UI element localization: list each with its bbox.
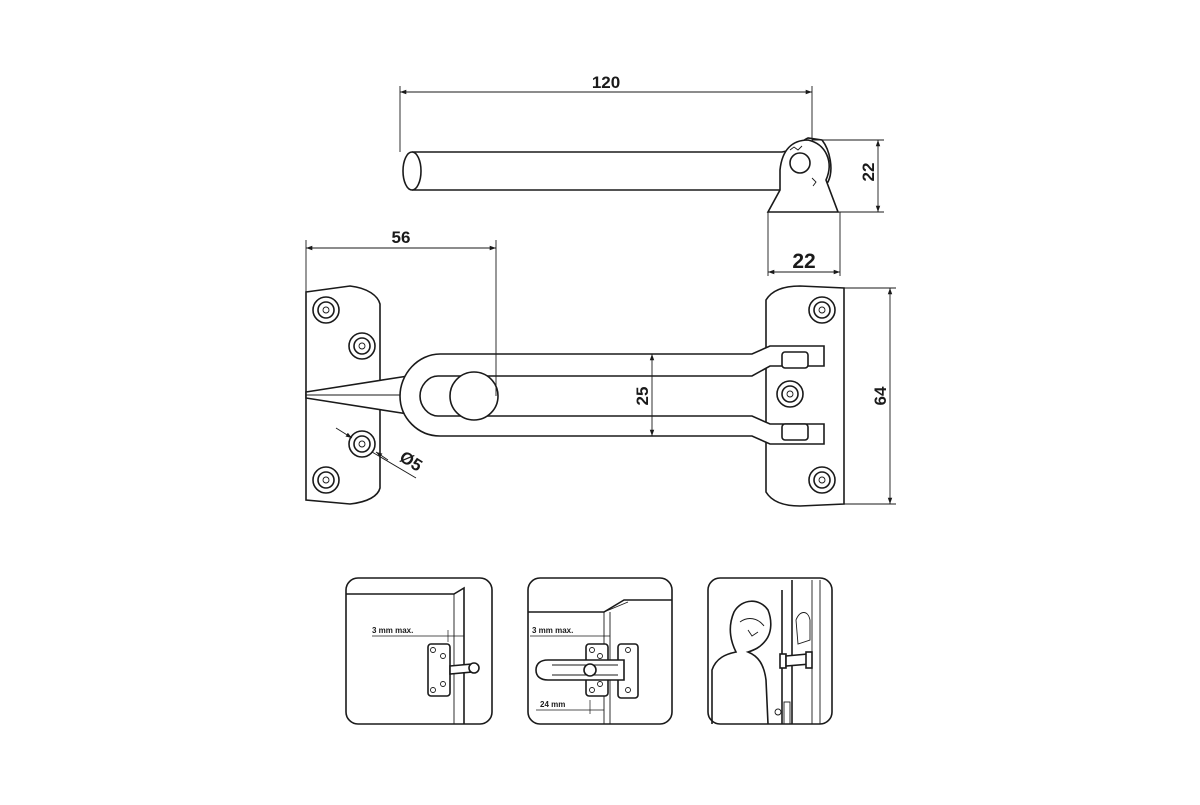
- panel-installation-gap: 3 mm max.: [345, 577, 493, 725]
- panel2-gap-label: 3 mm max.: [532, 626, 573, 635]
- panel2-offset-label: 24 mm: [540, 700, 565, 709]
- panel-alignment: 3 mm max. 24 mm: [527, 577, 673, 725]
- dim-arm-length: 120: [592, 73, 620, 92]
- panel1-gap-label: 3 mm max.: [372, 626, 413, 635]
- dim-hole-diameter: Ø5: [396, 447, 425, 475]
- dim-bracket-width: 22: [792, 250, 815, 273]
- dim-slot-25: 25: [633, 387, 652, 406]
- dim-plate-64: 64: [871, 386, 890, 405]
- panel-usage: [707, 577, 833, 725]
- screw-holes: [312, 296, 836, 494]
- arm-top-view: 120 22 22: [399, 73, 884, 276]
- dim-offset-56: 56: [392, 228, 411, 247]
- dim-bracket-height: 22: [859, 163, 878, 182]
